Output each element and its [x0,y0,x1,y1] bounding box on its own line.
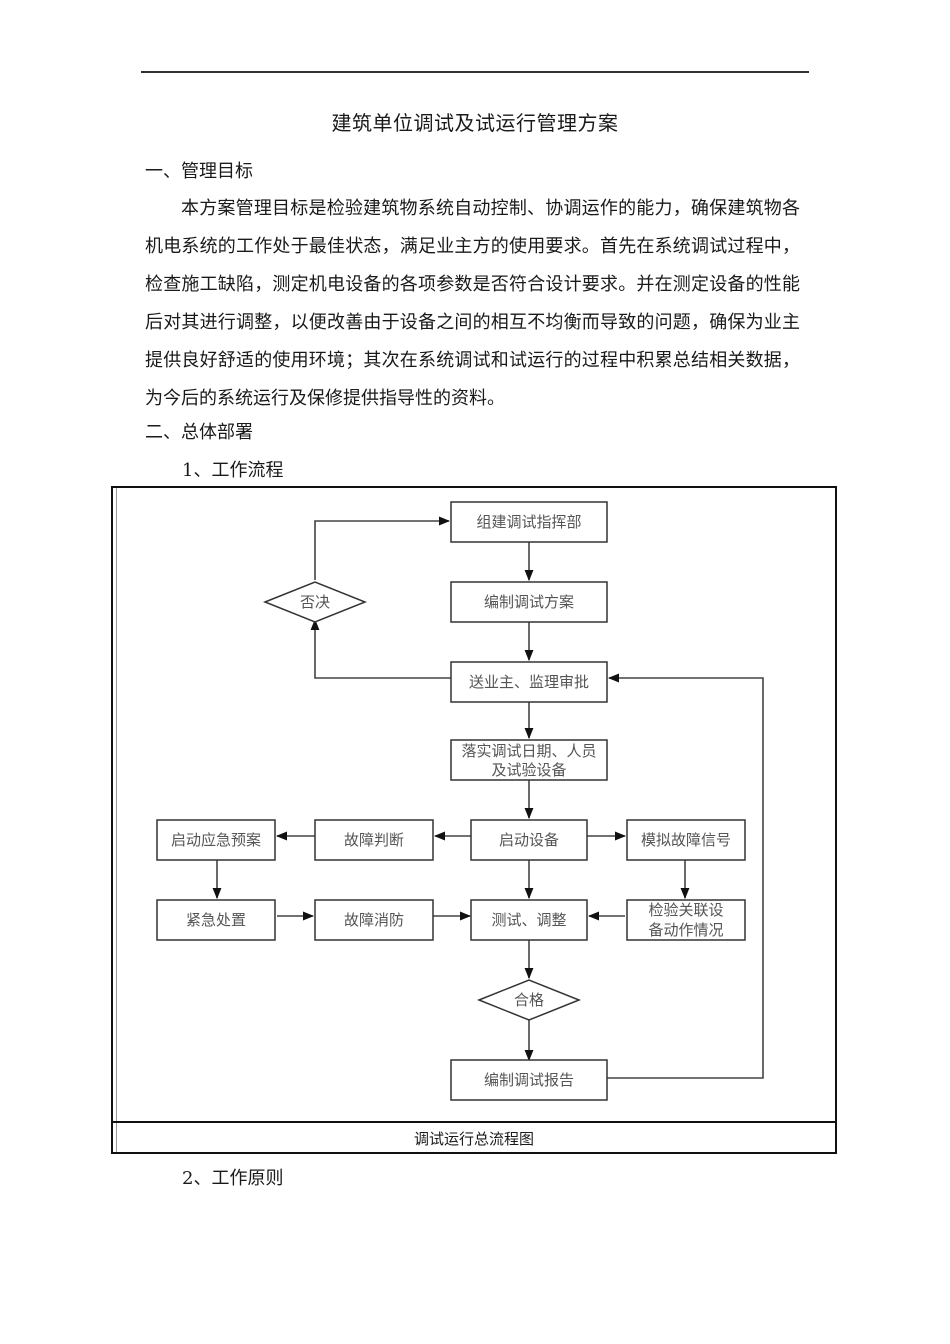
node-label-reject: 否决 [300,593,330,611]
node-label-draft-plan: 编制调试方案 [484,593,574,611]
node-label-arrange-line2: 及试验设备 [491,761,566,779]
node-write-report [450,1059,608,1101]
node-draft-plan [450,581,608,623]
figure-inner-border [116,488,117,1152]
node-label-start-equipment: 启动设备 [499,831,559,849]
document-title: 建筑单位调试及试运行管理方案 [331,111,619,135]
caption-separator [113,1121,835,1123]
node-label-setup-hq: 组建调试指挥部 [476,513,581,531]
node-arrange [450,739,608,781]
subheading-workflow: 1、工作流程 [182,460,284,481]
node-label-emergency-handling: 紧急处置 [186,911,246,929]
node-reject [262,581,368,623]
arrow-report-to-approval [607,673,764,1079]
node-start-equipment [470,819,588,861]
node-qualified [476,979,582,1021]
section-heading-goals: 一、管理目标 [145,161,253,182]
flowchart-figure: 组建调试指挥部 编制调试方案 送业主、监理审批 否决 落实调试日期、人员 及试验… [111,486,837,1154]
node-label-submit-approval: 送业主、监理审批 [469,673,589,691]
arrow-reject-to-hq [314,516,451,580]
node-emergency-handling [156,899,276,941]
node-fault-elimination [314,899,434,941]
figure-caption: 调试运行总流程图 [413,1130,534,1148]
node-label-check-line2: 备动作情况 [648,921,723,939]
node-fault-judgement [314,819,434,861]
node-test-adjust [470,899,588,941]
arrow-approval-to-reject [310,618,451,679]
node-label-arrange-line1: 落实调试日期、人员 [461,742,596,760]
node-setup-hq [450,501,608,543]
node-submit-approval [450,661,608,703]
node-label-write-report: 编制调试报告 [484,1071,574,1089]
node-label-fault-elimination: 故障消防 [344,911,404,929]
node-label-qualified: 合格 [514,991,544,1009]
goals-paragraph-text: 本方案管理目标是检验建筑物系统自动控制、协调运作的能力，确保建筑物各机电系统的工… [145,198,800,409]
node-emergency-plan [156,819,276,861]
header-rule [141,71,809,73]
goals-paragraph: 本方案管理目标是检验建筑物系统自动控制、协调运作的能力，确保建筑物各机电系统的工… [145,190,800,418]
node-check-linkage [626,899,746,941]
node-label-emergency-plan: 启动应急预案 [171,831,261,849]
node-label-test-adjust: 测试、调整 [491,911,566,929]
section-heading-deployment: 二、总体部署 [145,422,253,443]
node-label-check-line1: 检验关联设 [648,901,723,919]
node-simulate-fault [626,819,746,861]
node-label-fault-judgement: 故障判断 [344,831,404,849]
subheading-principles: 2、工作原则 [182,1168,284,1189]
flowchart-diagram: 组建调试指挥部 编制调试方案 送业主、监理审批 否决 落实调试日期、人员 及试验… [156,501,764,1101]
node-label-simulate-fault: 模拟故障信号 [641,831,731,849]
